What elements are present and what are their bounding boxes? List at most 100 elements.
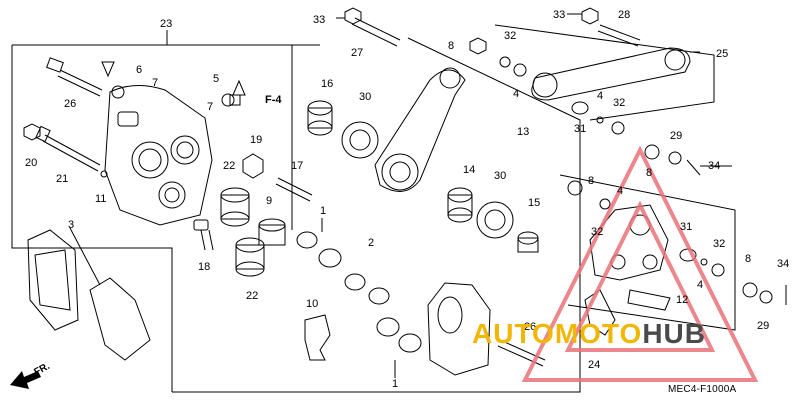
- part-label-18: 18: [198, 261, 211, 273]
- bolt-21: [35, 125, 101, 172]
- part-label-32-b: 32: [613, 97, 626, 109]
- part-label-30-b: 30: [494, 170, 507, 182]
- bolt-17: [275, 177, 313, 202]
- part-label-16: 16: [321, 78, 334, 90]
- collar-29-top: [668, 151, 682, 165]
- bolt-28: [597, 24, 641, 47]
- cap-7-left: [111, 85, 125, 99]
- watermark-part1: AUTOMOTO: [472, 318, 643, 349]
- part-label-7-b: 7: [207, 101, 214, 113]
- collar-15: [517, 231, 539, 253]
- frame-line-link: [494, 24, 715, 121]
- part-label-8-b: 8: [646, 167, 653, 179]
- part-19: [242, 153, 264, 179]
- part-label-27: 27: [351, 47, 364, 59]
- part-label-32-a: 32: [504, 30, 517, 42]
- part-label-6: 6: [136, 64, 143, 76]
- brake-pad-left: [27, 229, 79, 331]
- ring-4-mid: [596, 116, 604, 124]
- part-label-28: 28: [618, 9, 631, 21]
- frame-line-bottom: [172, 262, 581, 393]
- bleeder-6: [101, 61, 115, 78]
- nut-8-left: [567, 180, 583, 196]
- frame-line-bracket: [559, 174, 736, 331]
- part-label-31-a: 31: [574, 123, 587, 135]
- caliper-cover: [427, 282, 491, 376]
- part-label-8-d: 8: [745, 253, 752, 265]
- part-label-34-a: 34: [708, 160, 721, 172]
- link-rod-25: [531, 47, 691, 101]
- part-label-2: 2: [368, 237, 375, 249]
- part-label-29-b: 29: [757, 320, 770, 332]
- collar-14: [447, 187, 473, 223]
- part-label-34-b: 34: [777, 258, 790, 270]
- nut-20: [23, 123, 41, 141]
- part-label-8-a: 8: [448, 40, 455, 52]
- part-label-4-a: 4: [513, 88, 520, 100]
- part-label-12: 12: [676, 294, 689, 306]
- part-label-29-a: 29: [670, 130, 683, 142]
- cap-7-right: [221, 93, 235, 107]
- part-label-4-b: 4: [597, 90, 604, 102]
- part-label-4-c: 4: [617, 185, 624, 197]
- part-label-32-c: 32: [591, 226, 604, 238]
- nut-8-right: [644, 144, 660, 160]
- nut-8-bottom: [742, 282, 758, 298]
- nut-8-top: [469, 37, 487, 55]
- brake-pad-right: [89, 277, 151, 361]
- clip-10: [304, 314, 331, 361]
- part-label-8-c: 8: [588, 175, 595, 187]
- part-label-24: 24: [588, 359, 601, 371]
- part-label-31-b: 31: [680, 221, 693, 233]
- part-label-3: 3: [68, 219, 75, 231]
- part-label-1-b: 1: [392, 378, 399, 390]
- diagram-code: MEC4-F1000A: [668, 384, 737, 395]
- leader-3: [69, 227, 101, 286]
- seal-32-top: [513, 63, 527, 77]
- part-label-1-a: 1: [320, 205, 327, 217]
- part-label-33-b: 33: [553, 9, 566, 21]
- collar-29-bottom: [759, 290, 773, 304]
- bearing-30: [341, 121, 514, 239]
- link-arm-13: [374, 67, 466, 192]
- washer-11: [100, 170, 108, 178]
- part-label-32-d: 32: [713, 238, 726, 250]
- bolt-27: [351, 17, 401, 47]
- forward-arrow-icon: [10, 371, 41, 389]
- part-label-30-a: 30: [359, 91, 372, 103]
- pistons-22: [220, 187, 286, 277]
- watermark-part2: HUB: [642, 318, 706, 349]
- seal-rings-2: [344, 273, 390, 305]
- nut-33-right: [581, 7, 599, 25]
- pin-bolt-26: [46, 57, 103, 97]
- part-label-10: 10: [306, 298, 319, 310]
- bearing-31-top: [571, 101, 589, 115]
- part-label-23: 23: [160, 18, 173, 30]
- frame-line-left: [11, 45, 173, 392]
- part-label-19: 19: [250, 134, 263, 146]
- bracket-24: [584, 204, 669, 336]
- part-label-26-a: 26: [64, 98, 77, 110]
- part-label-15: 15: [528, 197, 541, 209]
- part-label-5: 5: [213, 73, 220, 85]
- part-label-21: 21: [56, 173, 69, 185]
- nut-33-left: [344, 7, 362, 25]
- seal-32-left: [599, 198, 611, 210]
- pin-34-top: [686, 159, 701, 176]
- bush-32-top: [499, 56, 511, 68]
- frame-line-rod: [407, 37, 581, 262]
- plate-12: [627, 289, 671, 311]
- part-label-22-b: 22: [246, 290, 259, 302]
- ring-4-right: [700, 258, 708, 266]
- part-label-13: 13: [517, 126, 530, 138]
- part-label-17: 17: [291, 160, 304, 172]
- watermark-triangle: [521, 145, 759, 382]
- seal-32-mid: [611, 121, 625, 135]
- bolt-18: [193, 219, 214, 251]
- part-label-11: 11: [95, 193, 107, 205]
- watermark-logo: AUTOMOTOHUB: [472, 318, 706, 350]
- part-label-22-a: 22: [223, 160, 236, 172]
- part-label-26-b: 26: [524, 321, 537, 333]
- part-label-f4: F-4: [265, 94, 282, 106]
